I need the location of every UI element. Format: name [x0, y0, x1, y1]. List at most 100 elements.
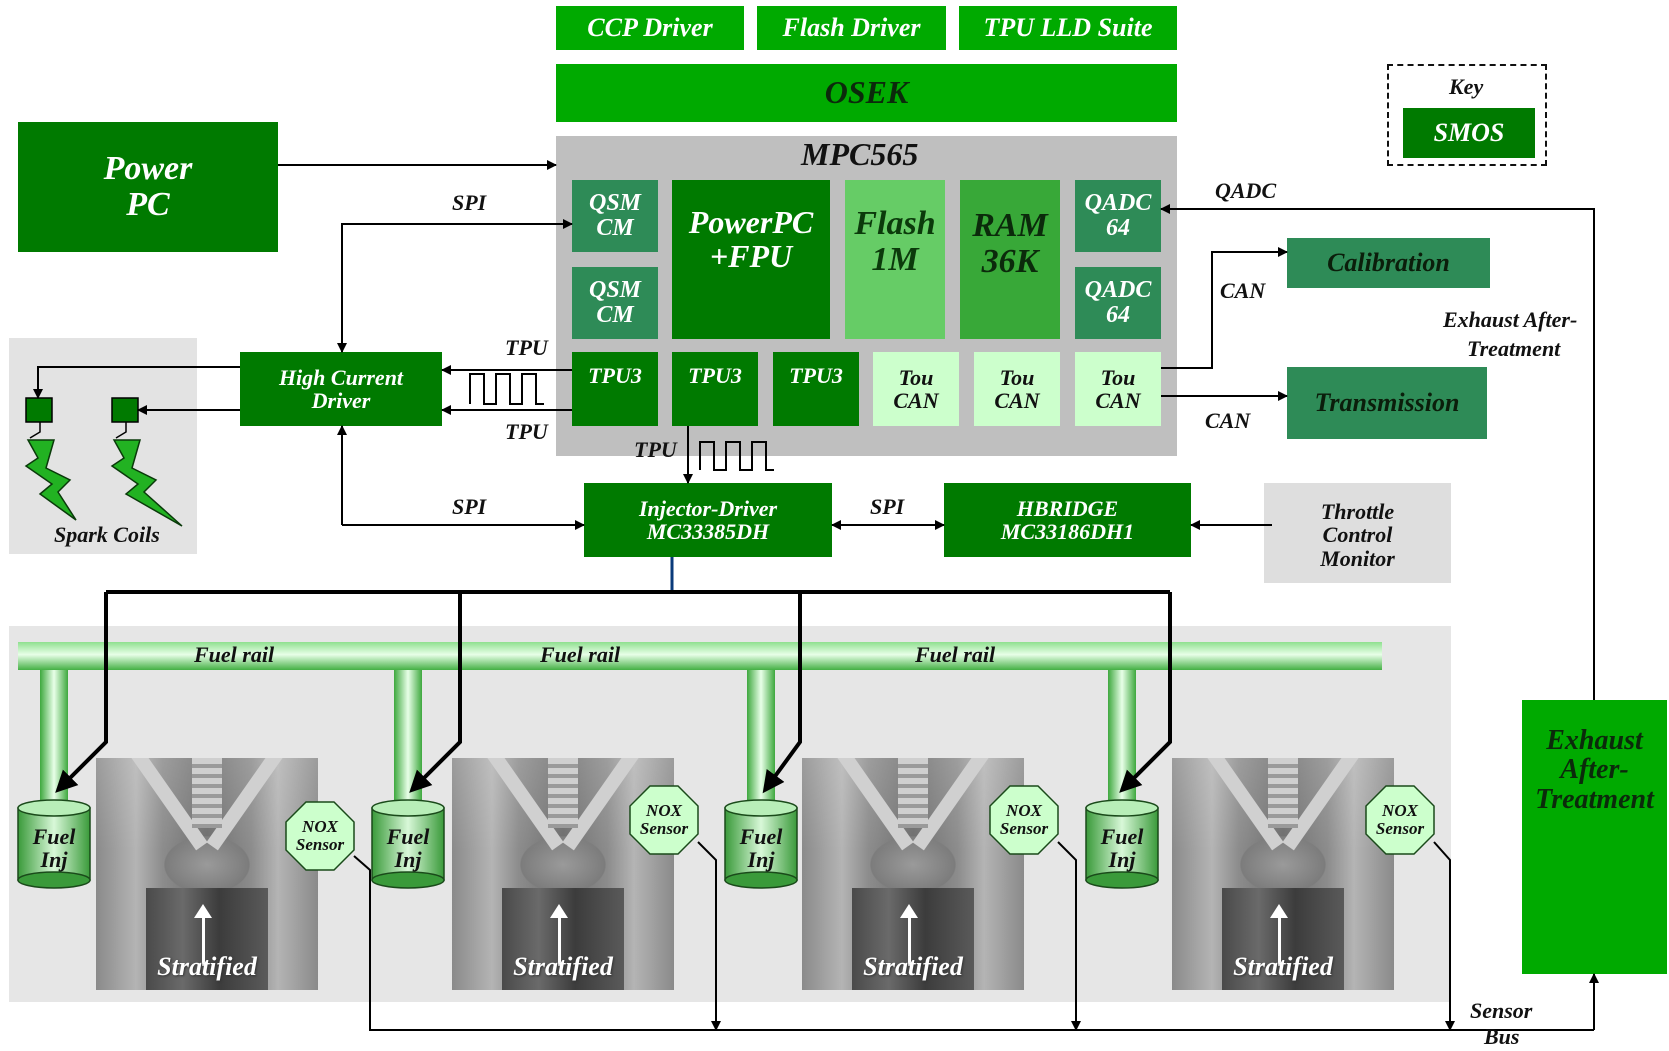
tpu3-1-label: TPU3 — [588, 363, 642, 388]
power-pc-box: Power PC — [18, 122, 278, 252]
fuel-inj-1-line1: Fuel — [32, 823, 76, 849]
qsm-cm-1: QSM CM — [572, 180, 658, 252]
fuel-inj-label-1: Fuel Inj — [18, 816, 90, 880]
throttle-line3: Monitor — [1320, 545, 1395, 571]
hbridge-line1: HBRIDGE — [1016, 495, 1119, 521]
fuel-inj-4-line1: Fuel — [1100, 823, 1144, 849]
qsm-cm-2-line2: CM — [596, 302, 634, 328]
sensor-bus-label-1: Sensor — [1470, 998, 1533, 1023]
transmission-box: Transmission — [1287, 367, 1487, 439]
spi-top-label: SPI — [452, 190, 487, 215]
wire-can-calibration — [1161, 247, 1288, 369]
tpu-top-label: TPU — [505, 335, 548, 360]
toucan-3-line2: CAN — [1095, 388, 1141, 413]
fuel-inj-2-line2: Inj — [394, 847, 422, 872]
fuel-rail-label-1: Fuel rail — [194, 642, 275, 667]
key-title: Key — [1449, 74, 1484, 99]
ram-36k-line1: RAM — [972, 207, 1048, 244]
toucan-block-1: Tou CAN — [873, 352, 959, 426]
tpu3-block-2: TPU3 — [672, 352, 758, 426]
qadc-2-line1: QADC — [1084, 276, 1152, 303]
qsm-cm-1-line1: QSM — [588, 189, 642, 216]
nox-2-line1: NOX — [646, 801, 682, 821]
fuel-inj-label-4: Fuel Inj — [1086, 816, 1158, 880]
spark-plug — [898, 758, 928, 828]
exhaust-box-line1: Exhaust — [1546, 725, 1643, 756]
wire-spi-top — [341, 219, 573, 352]
engine-cylinder-4: Stratified — [1172, 758, 1394, 990]
key-legend: Key SMOS — [1387, 64, 1547, 166]
fuel-inj-label-2: Fuel Inj — [372, 816, 444, 880]
up-arrow-icon — [194, 904, 212, 966]
nox-3-line1: NOX — [1006, 801, 1042, 821]
qadc-1-line2: 64 — [1106, 215, 1130, 241]
osek-label: OSEK — [824, 74, 909, 111]
exhaust-box-line3: Treatment — [1535, 783, 1654, 815]
stratified-label: Stratified — [157, 952, 257, 981]
fuel-inj-4-line2: Inj — [1108, 847, 1136, 872]
qsm-cm-1-line2: CM — [596, 215, 634, 241]
fuel-inj-3-line2: Inj — [747, 847, 775, 872]
nox-sensor-label-3: NOX Sensor — [990, 786, 1058, 854]
power-pc-line1: Power — [103, 150, 193, 188]
spark-coils-label: Spark Coils — [54, 522, 160, 547]
toucan-2-line1: Tou — [999, 364, 1035, 390]
nox-sensor-label-4: NOX Sensor — [1366, 786, 1434, 854]
toucan-block-2: Tou CAN — [974, 352, 1060, 426]
fuel-rail-label-3: Fuel rail — [915, 642, 996, 667]
toucan-block-3: Tou CAN — [1075, 352, 1161, 426]
flash-1m-line2: 1M — [871, 240, 919, 278]
tpu3-3-label: TPU3 — [789, 363, 843, 388]
tpu3-block-3: TPU3 — [773, 352, 859, 426]
flash-driver-box: Flash Driver — [757, 6, 946, 50]
sensor-bus-label-2: Bus — [1484, 1024, 1520, 1049]
exhaust-after-treatment-box: Exhaust After- Treatment — [1522, 700, 1667, 974]
qsm-cm-2: QSM CM — [572, 267, 658, 339]
flash-driver-label: Flash Driver — [782, 13, 921, 43]
throttle-line2: Control — [1322, 522, 1393, 548]
throttle-line1: Throttle — [1320, 499, 1395, 525]
spi-left-label: SPI — [452, 494, 487, 519]
nox-1-line2: Sensor — [295, 835, 345, 854]
tpu-lld-suite-label: TPU LLD Suite — [983, 13, 1153, 43]
high-current-driver-line1: High Current — [278, 364, 404, 390]
fuel-inj-3-line1: Fuel — [739, 823, 783, 849]
key-smos-swatch: SMOS — [1403, 108, 1535, 158]
nox-4-line2: Sensor — [1375, 819, 1425, 838]
qadc-label: QADC — [1215, 178, 1277, 203]
fuel-inj-1-line2: Inj — [40, 847, 68, 872]
flash-1m-line1: Flash — [854, 205, 936, 242]
tpu-center-label: TPU — [634, 437, 677, 462]
injector-driver-box: Injector-Driver MC33385DH — [584, 483, 832, 557]
qadc-64-1: QADC 64 — [1075, 180, 1161, 252]
ccp-driver-box: CCP Driver — [556, 6, 744, 50]
engine-cylinder-1: Stratified — [96, 758, 318, 990]
exhaust-label-2: Treatment — [1467, 336, 1561, 361]
qsm-cm-2-line1: QSM — [588, 276, 642, 303]
spark-plug — [1268, 758, 1298, 828]
fuel-rail-label-2: Fuel rail — [540, 642, 621, 667]
calibration-box: Calibration — [1287, 238, 1490, 288]
toucan-1-line2: CAN — [893, 388, 939, 413]
tpu3-2-label: TPU3 — [688, 363, 742, 388]
qadc-1-line1: QADC — [1084, 189, 1152, 216]
qadc-2-line2: 64 — [1106, 302, 1130, 328]
ram-36k-block: RAM 36K — [960, 180, 1060, 339]
exhaust-label-1: Exhaust After- — [1443, 307, 1578, 332]
stratified-label: Stratified — [1233, 952, 1333, 981]
powerpc-fpu-line1: PowerPC — [688, 204, 814, 240]
flash-1m-block: Flash 1M — [845, 180, 945, 339]
toucan-1-line1: Tou — [898, 364, 934, 390]
fuel-inj-2-line1: Fuel — [386, 823, 430, 849]
tpu-bottom-label: TPU — [505, 419, 548, 444]
can-label-1: CAN — [1220, 278, 1266, 303]
high-current-driver-box: High Current Driver — [240, 352, 442, 426]
injector-driver-line1: Injector-Driver — [638, 495, 778, 521]
tpu-lld-suite-box: TPU LLD Suite — [959, 6, 1177, 50]
hbridge-line2: MC33186DH1 — [1000, 519, 1135, 544]
spark-plug — [192, 758, 222, 828]
throttle-control-monitor: Throttle Control Monitor — [1264, 490, 1451, 580]
calibration-label: Calibration — [1327, 248, 1450, 278]
spi-right-label: SPI — [870, 494, 905, 519]
exhaust-box-line2: After- — [1560, 754, 1629, 786]
